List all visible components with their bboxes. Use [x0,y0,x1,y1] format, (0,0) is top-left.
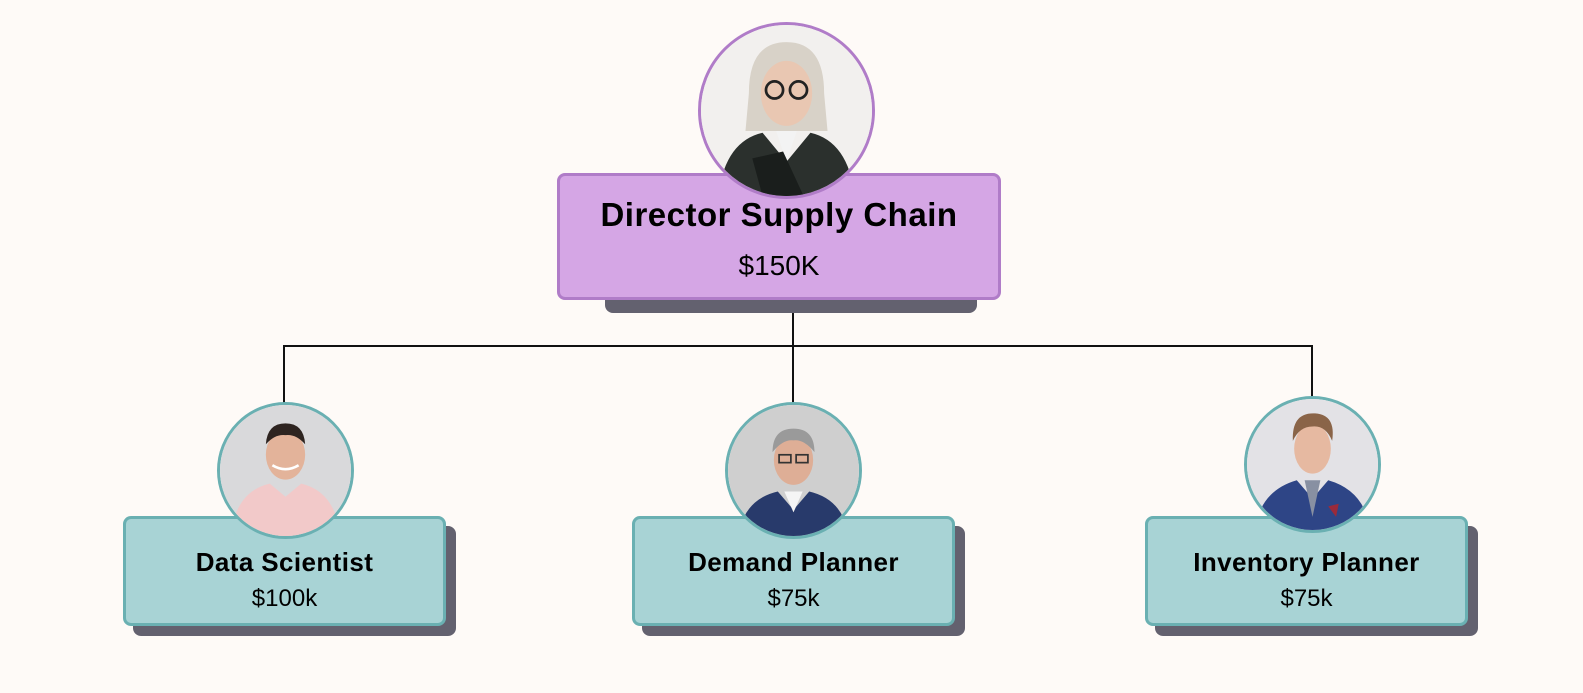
avatar [698,22,875,199]
root-node[interactable]: Director Supply Chain $150K [557,173,1001,300]
node-title: Inventory Planner [1193,547,1420,577]
connector-child-1 [283,345,285,405]
person-photo-man-gray-hair [728,405,859,536]
person-photo-man-pink-shirt [220,405,351,536]
child-node-inventory-planner[interactable]: Inventory Planner $75k [1145,516,1468,626]
node-salary: $75k [767,585,820,612]
avatar [725,402,862,539]
node-title: Director Supply Chain [600,196,958,233]
connector-horizontal [283,345,1313,347]
connector-root-down [792,300,794,405]
node-title: Demand Planner [688,547,899,577]
avatar [1244,396,1381,533]
avatar [217,402,354,539]
node-salary: $100k [251,585,318,612]
node-salary: $75k [1280,585,1333,612]
node-title: Data Scientist [195,547,374,577]
node-salary: $150K [738,250,820,281]
person-photo-woman-glasses [701,25,872,196]
connector-child-3 [1311,345,1313,399]
person-photo-man-blue-suit [1247,399,1378,530]
